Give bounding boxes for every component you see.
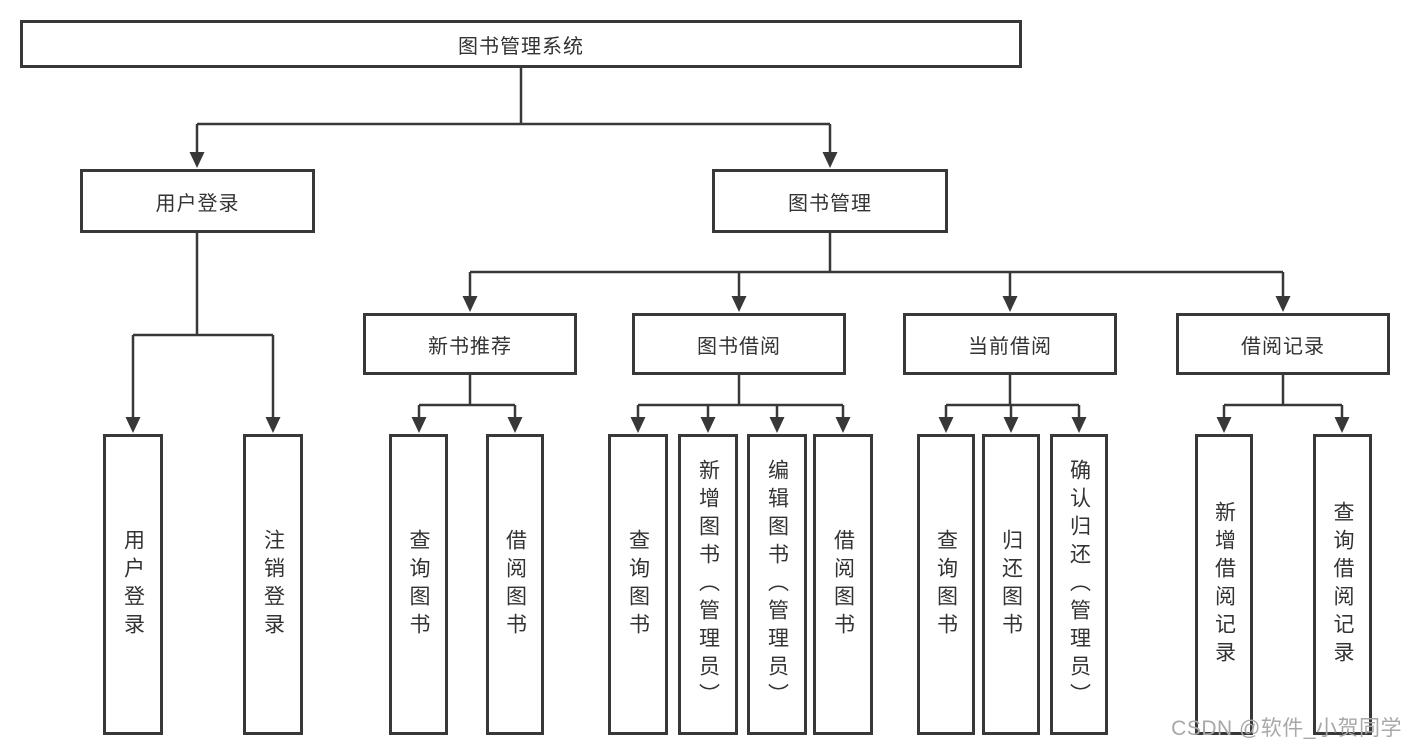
leaf-return-book: 归还图书	[982, 434, 1040, 735]
node-user-login: 用户登录	[80, 169, 315, 233]
leaf-borrow-books-recommend-label: 借阅图书	[503, 528, 527, 641]
leaf-edit-book-admin: 编辑图书（管理员）	[747, 434, 807, 735]
leaf-query-books-borrow-label: 查询图书	[626, 528, 650, 641]
node-new-book-recommend: 新书推荐	[363, 313, 577, 375]
leaf-query-books-borrow: 查询图书	[608, 434, 668, 735]
node-current-borrow: 当前借阅	[903, 313, 1117, 375]
leaf-query-books-recommend-label: 查询图书	[407, 528, 430, 641]
leaf-add-borrow-record-label: 新增借阅记录	[1212, 500, 1236, 669]
leaf-user-login: 用户登录	[103, 434, 163, 735]
leaf-add-book-admin: 新增图书（管理员）	[678, 434, 738, 735]
leaf-logout-label: 注销登录	[261, 528, 285, 641]
leaf-query-books-recommend: 查询图书	[389, 434, 448, 735]
leaf-query-books-current: 查询图书	[917, 434, 975, 735]
csdn-watermark: CSDN @软件_小贺同学	[1171, 717, 1402, 740]
leaf-query-borrow-record-label: 查询借阅记录	[1331, 500, 1354, 669]
leaf-confirm-return-admin: 确认归还（管理员）	[1050, 434, 1108, 735]
leaf-add-borrow-record: 新增借阅记录	[1195, 434, 1253, 735]
leaf-edit-book-admin-label: 编辑图书（管理员）	[765, 458, 789, 711]
leaf-borrow-books-label: 借阅图书	[831, 528, 855, 641]
leaf-confirm-return-admin-label: 确认归还（管理员）	[1067, 458, 1091, 711]
node-root-system: 图书管理系统	[20, 20, 1022, 68]
node-book-management: 图书管理	[712, 169, 948, 233]
leaf-add-book-admin-label: 新增图书（管理员）	[696, 458, 720, 711]
leaf-user-login-label: 用户登录	[121, 528, 145, 641]
leaf-borrow-books-recommend: 借阅图书	[486, 434, 544, 735]
node-borrow-records: 借阅记录	[1176, 313, 1390, 375]
leaf-query-books-current-label: 查询图书	[934, 528, 958, 641]
leaf-query-borrow-record: 查询借阅记录	[1313, 434, 1372, 735]
leaf-logout: 注销登录	[243, 434, 303, 735]
leaf-borrow-books: 借阅图书	[813, 434, 873, 735]
node-book-borrow: 图书借阅	[632, 313, 846, 375]
leaf-return-book-label: 归还图书	[999, 528, 1023, 641]
